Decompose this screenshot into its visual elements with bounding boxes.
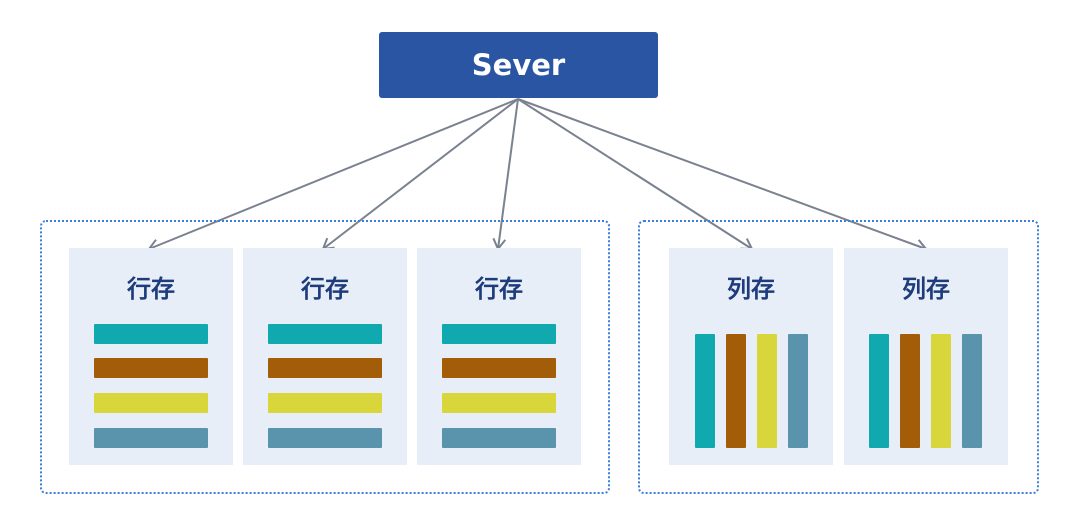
server-node: Sever (379, 32, 658, 98)
column-bar-yellow (931, 334, 951, 448)
row-store-title: 行存 (475, 275, 523, 303)
arrow-to-row-store-2 (321, 98, 519, 251)
row-bar-yellow (94, 393, 208, 413)
row-bar-steel (94, 428, 208, 448)
row-store-card: 行存 (243, 248, 407, 465)
column-store-card: 列存 (844, 248, 1008, 465)
column-bar-brown (726, 334, 746, 448)
row-bar-brown (268, 358, 382, 378)
server-label: Sever (471, 48, 566, 82)
row-store-title: 行存 (301, 275, 349, 303)
column-bar-steel (788, 334, 808, 448)
column-bar-yellow (757, 334, 777, 448)
row-bar-teal (268, 324, 382, 344)
row-bar-teal (94, 324, 208, 344)
column-store-group (638, 220, 1039, 494)
row-bar-yellow (442, 393, 556, 413)
column-bar-brown (900, 334, 920, 448)
column-store-title: 列存 (902, 275, 950, 303)
row-store-title: 行存 (127, 275, 175, 303)
arrow-to-col-store-2 (517, 98, 928, 253)
arrow-to-row-store-1 (147, 98, 519, 252)
row-bar-brown (442, 358, 556, 378)
arrow-to-row-store-3 (492, 98, 519, 251)
column-bar-teal (869, 334, 889, 448)
row-store-group (40, 220, 610, 494)
column-store-card: 列存 (669, 248, 833, 465)
column-bar-steel (962, 334, 982, 448)
column-bar-teal (695, 334, 715, 448)
column-store-title: 列存 (727, 275, 775, 303)
row-bar-steel (442, 428, 556, 448)
row-bar-brown (94, 358, 208, 378)
row-store-card: 行存 (69, 248, 233, 465)
row-bar-yellow (268, 393, 382, 413)
row-store-card: 行存 (417, 248, 581, 465)
row-bar-teal (442, 324, 556, 344)
arrow-to-col-store-1 (517, 98, 754, 251)
row-bar-steel (268, 428, 382, 448)
